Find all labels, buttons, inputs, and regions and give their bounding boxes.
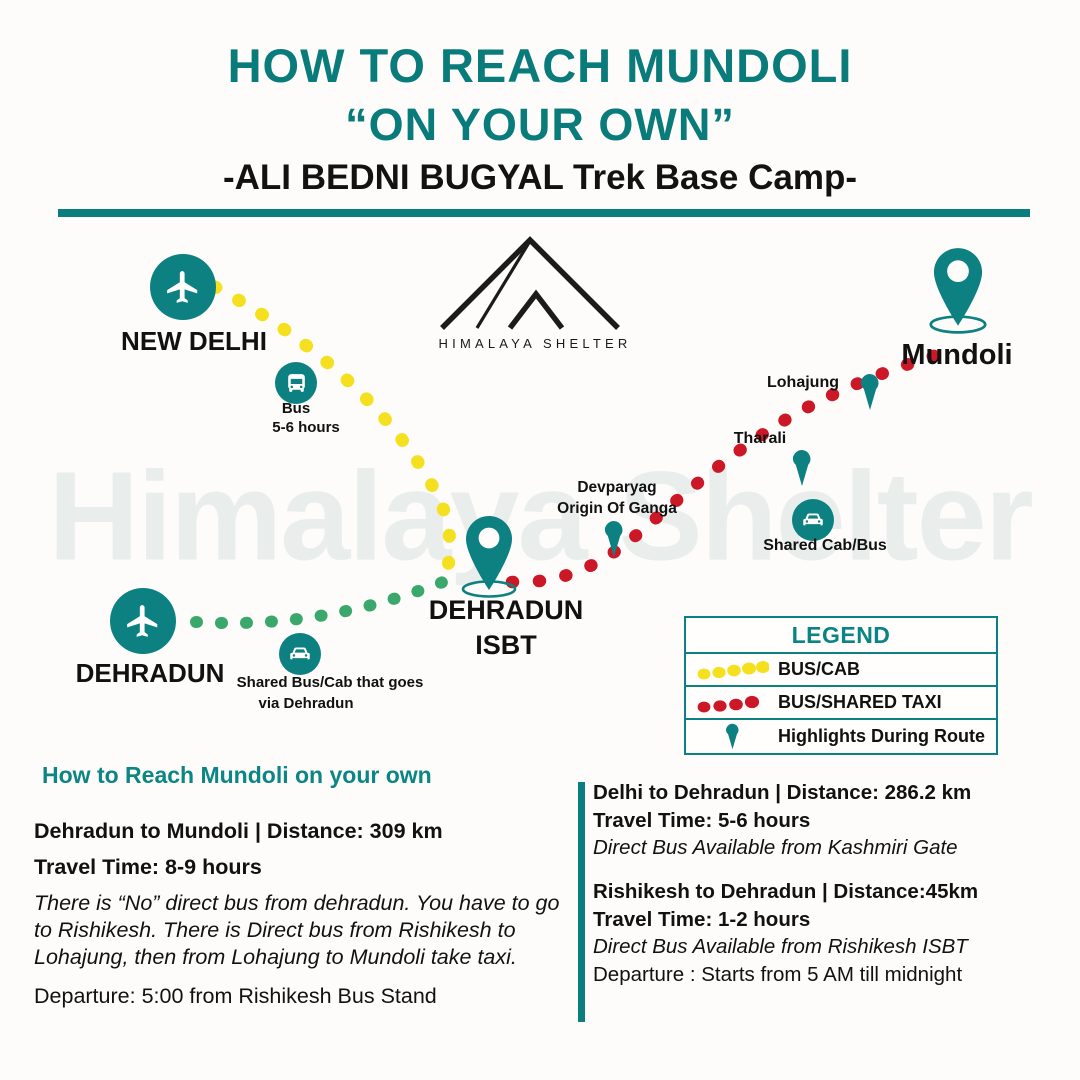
right-distance-line-2: Rishikesh to Dehradun | Distance:45km (593, 879, 979, 903)
map-pin-icon (929, 248, 987, 334)
bus-icon-badge (275, 362, 317, 404)
himalaya-shelter-logo: HIMALAYA SHELTER (430, 232, 640, 357)
map-label-dehradun-isbt-line1: DEHRADUN (428, 595, 584, 625)
airplane-icon (127, 605, 158, 637)
page-title-line2: “ON YOUR OWN” (345, 99, 735, 150)
highlight-label-devparyag-line1: Devparyag (577, 479, 657, 496)
left-departure-label: Departure: (34, 984, 136, 1009)
red-dotted-line-icon (686, 692, 778, 714)
map-pin-icon (860, 374, 879, 410)
yellow-dotted-line-icon (686, 659, 778, 681)
car-icon (290, 647, 310, 660)
car-icon (803, 513, 823, 526)
left-departure: Departure: 5:00 from Rishikesh Bus Stand (34, 983, 564, 1010)
legend-row-highlights: Highlights During Route (686, 720, 996, 753)
transport-label-bus-line2: 5-6 hours (272, 419, 340, 436)
highlight-pin-tharali (790, 448, 814, 488)
info-left-block: Dehradun to Mundoli | Distance: 309 km T… (34, 818, 564, 1019)
page-subtitle: -ALI BEDNI BUGYAL Trek Base Camp- (222, 158, 858, 197)
legend-panel: LEGEND BUS/CAB (684, 616, 998, 755)
right-departure-label-2: Departure : (593, 962, 702, 986)
left-departure-value: 5:00 from Rishikesh Bus Stand (141, 984, 437, 1009)
legend-row-bus-cab: BUS/CAB (686, 654, 996, 687)
transport-label-dehradun-cab-line2: via Dehradun (258, 695, 354, 712)
map-pin-dehradun-isbt (450, 513, 528, 599)
highlight-label-tharali: Tharali (733, 430, 787, 447)
route-bus-shared-taxi (505, 347, 947, 589)
right-note-1: Direct Bus Available from Kashmiri Gate (593, 836, 958, 860)
transport-label-bus-line1: Bus (281, 400, 311, 417)
info-section-heading: How to Reach Mundoli on your own (42, 762, 432, 788)
right-time-line-2: Travel Time: 1-2 hours (593, 907, 811, 931)
left-note: There is “No” direct bus from dehradun. … (34, 890, 560, 969)
highlight-pin-lohajung (858, 372, 882, 412)
legend-row-bus-shared-taxi: BUS/SHARED TAXI (686, 687, 996, 720)
right-note-2: Direct Bus Available from Rishikesh ISBT (593, 935, 968, 959)
map-pin-icon (725, 723, 738, 750)
mountain-tent-icon (440, 236, 620, 330)
highlight-pin-devparyag (602, 519, 626, 559)
airplane-icon-new-delhi (150, 254, 216, 320)
logo-wordmark: HIMALAYA SHELTER (438, 336, 632, 351)
map-label-mundoli: Mundoli (901, 339, 1013, 371)
highlight-label-lohajung: Lohajung (767, 374, 839, 391)
route-shared-cab-dehradun (190, 576, 449, 630)
header-divider (58, 209, 1030, 217)
map-label-dehradun: DEHRADUN (75, 658, 225, 688)
transport-label-shared-cab-bus: Shared Cab/Bus (763, 537, 887, 554)
right-departure-2: Departure : Starts from 5 AM till midnig… (593, 962, 1063, 988)
airplane-icon-dehradun (110, 588, 176, 654)
left-time-line: Travel Time: 8-9 hours (34, 854, 262, 879)
map-pin-icon (792, 450, 811, 486)
airplane-icon (167, 271, 198, 303)
left-distance-line: Dehradun to Mundoli | Distance: 309 km (34, 819, 443, 843)
legend-label-bus-shared-taxi: BUS/SHARED TAXI (778, 692, 942, 712)
info-right-accent-bar (578, 782, 585, 1022)
info-right-spacer (593, 863, 1063, 879)
right-time-line-1: Travel Time: 5-6 hours (593, 808, 811, 832)
highlight-label-devparyag-line2: Origin Of Ganga (557, 500, 677, 517)
map-pin-icon (604, 521, 623, 557)
right-distance-line-1: Delhi to Dehradun | Distance: 286.2 km (593, 781, 972, 804)
map-pin-mundoli (919, 245, 997, 335)
legend-label-highlights: Highlights During Route (778, 726, 985, 746)
right-departure-value-2: Starts from 5 AM till midnight (701, 962, 963, 986)
info-right-item-rishikesh: Rishikesh to Dehradun | Distance:45km Tr… (593, 879, 1063, 988)
map-pin-legend-icon (686, 722, 778, 751)
route-bus-cab-delhi (208, 280, 457, 574)
legend-title: LEGEND (686, 618, 996, 654)
route-map (190, 280, 947, 630)
page-title-line1: HOW TO REACH MUNDOLI (227, 39, 853, 92)
car-icon-badge-dehradun (279, 633, 321, 675)
car-icon-badge-mundoli (792, 499, 834, 541)
info-right-item-delhi: Delhi to Dehradun | Distance: 286.2 km T… (593, 780, 1063, 861)
map-label-dehradun-isbt-line2: ISBT (475, 630, 537, 660)
transport-label-dehradun-cab-line1: Shared Bus/Cab that goes (236, 674, 424, 691)
map-pin-icon (461, 516, 517, 598)
info-right-block: Delhi to Dehradun | Distance: 286.2 km T… (593, 780, 1063, 989)
bus-icon (287, 373, 305, 392)
map-label-new-delhi: NEW DELHI (121, 326, 267, 356)
watermark-text: Himalaya Shelter (48, 445, 1034, 587)
legend-label-bus-cab: BUS/CAB (778, 659, 861, 679)
